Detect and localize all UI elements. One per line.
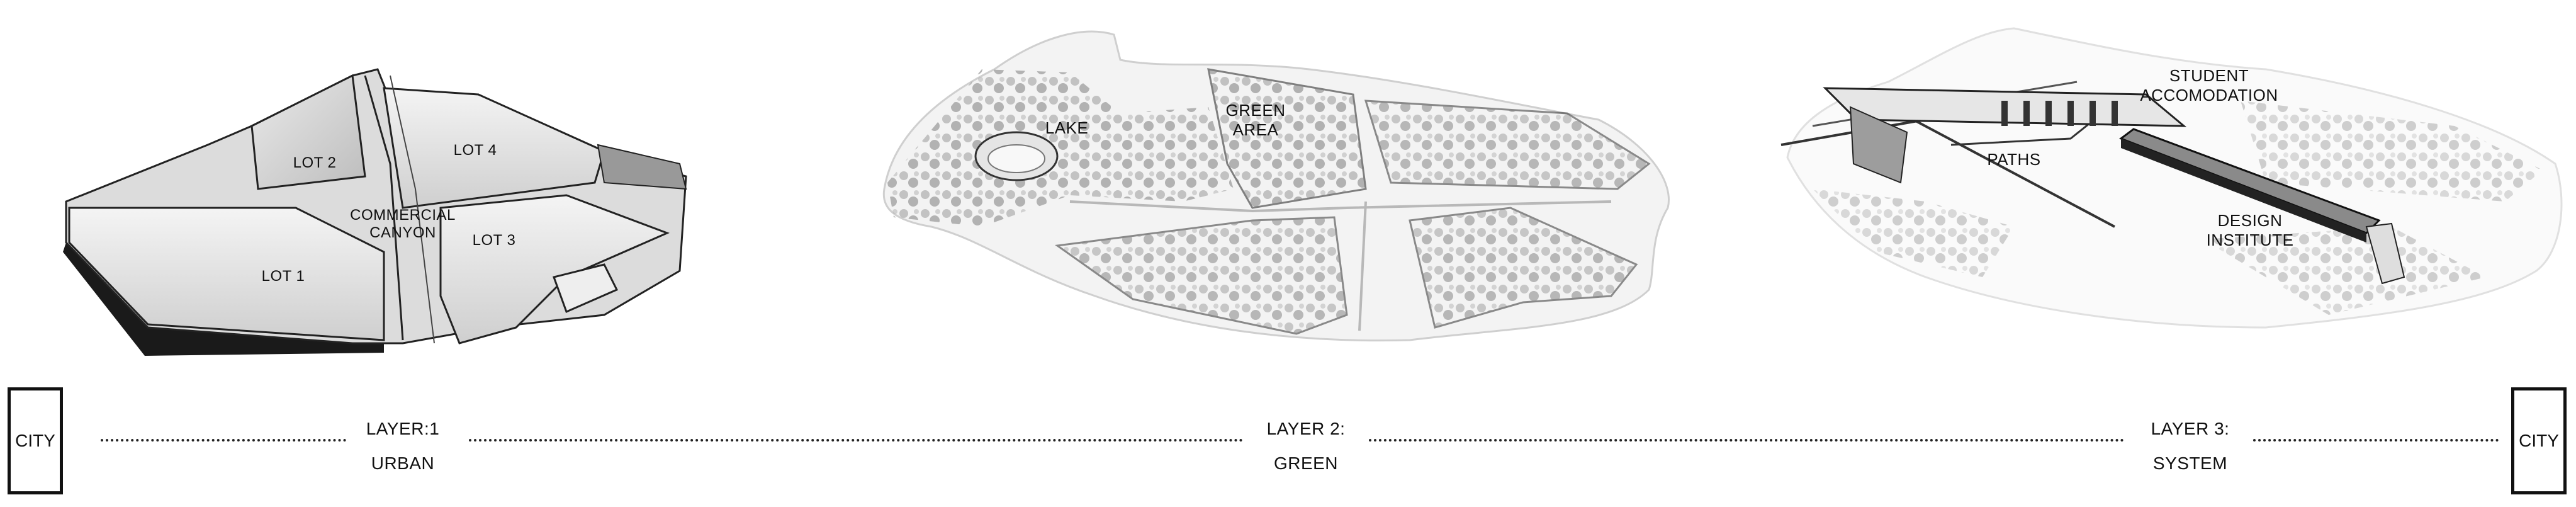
layer-1-subtitle: URBAN <box>371 453 435 473</box>
lot-4-block <box>383 87 605 209</box>
commercial-canyon-label: COMMERCIAL CANYON <box>350 207 456 241</box>
design-institute-label: DESIGN INSTITUTE <box>2206 211 2294 250</box>
paths-label: PATHS <box>1987 150 2041 169</box>
tree-zone-south-east <box>1409 207 1638 329</box>
path-line-diagonal <box>1913 118 2115 228</box>
timeline-dots-3 <box>1369 439 2124 441</box>
lake-inner <box>987 144 1045 173</box>
layer-3-title: LAYER 3: <box>2151 419 2230 438</box>
layer-2-title: LAYER 2: <box>1266 419 1346 438</box>
tree-zone-north-west <box>887 69 1234 227</box>
lot-3-label: LOT 3 <box>472 232 516 249</box>
green-path-vertical <box>1358 201 1367 331</box>
timeline-dots-1 <box>101 439 346 441</box>
city-label-right: CITY <box>2519 431 2559 450</box>
timeline-dots-2 <box>469 439 1243 441</box>
accommodation-wall <box>1849 106 1908 184</box>
design-institute-tower <box>2365 222 2405 285</box>
lot-1-label: LOT 1 <box>261 268 305 285</box>
tree-zone-south <box>1054 216 1348 335</box>
city-box-right: CITY <box>2511 387 2567 494</box>
timeline-dots-4 <box>2253 439 2499 441</box>
tree-zone-north-east <box>1364 100 1651 190</box>
layer-3-subtitle: SYSTEM <box>2152 453 2228 473</box>
city-box-left: CITY <box>8 387 63 494</box>
east-ramp <box>597 144 687 190</box>
green-path-line <box>1069 200 1612 213</box>
layer-1-title: LAYER:1 <box>366 419 440 438</box>
canyon-edge-left <box>364 75 404 341</box>
lot-1-block <box>68 207 385 341</box>
student-accommodation-label: STUDENT ACCOMODATION <box>2140 66 2278 105</box>
faint-tree-zones <box>1813 101 2543 315</box>
green-area-label: GREEN AREA <box>1225 101 1286 140</box>
small-pavilion <box>553 263 619 314</box>
accommodation-units <box>2001 101 2118 126</box>
green-area-zone <box>1207 68 1367 209</box>
layer-2-subtitle: GREEN <box>1273 453 1339 473</box>
design-institute-bar-side <box>2121 139 2366 242</box>
lot-4-label: LOT 4 <box>453 142 497 159</box>
city-label-left: CITY <box>15 431 55 450</box>
site-base-shadow <box>63 242 384 356</box>
lot-2-block <box>250 74 366 190</box>
lot-3-block <box>439 194 670 345</box>
lot-2-label: LOT 2 <box>293 154 337 171</box>
canyon-edge-right <box>390 75 435 344</box>
lake-label: LAKE <box>1045 118 1089 137</box>
